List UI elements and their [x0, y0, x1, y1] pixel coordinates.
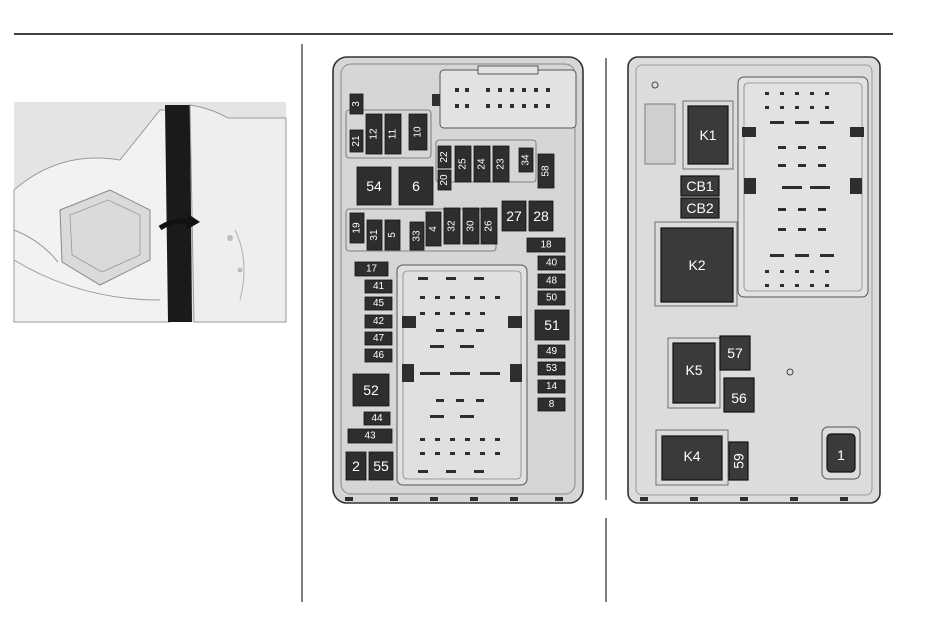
fuse-52-label: 52: [363, 382, 379, 398]
fuse-2-label: 2: [352, 458, 360, 474]
fuse-41-label: 41: [373, 281, 385, 292]
fuse-8-label: 8: [549, 399, 555, 410]
fuse-22-label: 22: [439, 151, 450, 163]
fuse-10-label: 10: [413, 126, 424, 138]
fuse-42-label: 42: [373, 316, 385, 327]
fuse-47-label: 47: [373, 333, 385, 344]
fuse-32-label: 32: [447, 220, 458, 232]
fuse-19-label: 19: [352, 222, 363, 234]
fuse-51-label: 51: [544, 317, 560, 333]
fuse-12-label: 12: [369, 128, 380, 140]
relay-k1-label: K1: [699, 127, 716, 143]
fuse-33-label: 33: [412, 230, 423, 242]
fuse-27-label: 27: [506, 208, 522, 224]
relay-56-label: 56: [731, 390, 747, 406]
relay-k5-label: K5: [685, 362, 702, 378]
fuse-5-label: 5: [387, 232, 398, 238]
fuse-3-label: 3: [351, 101, 362, 107]
fuse-54-label: 54: [366, 178, 382, 194]
relay-k4-label: K4: [683, 448, 700, 464]
fuse-26-label: 26: [484, 220, 495, 232]
breaker-cb2-label: CB2: [686, 200, 713, 216]
fuse-14-label: 14: [546, 381, 558, 392]
fuse-28-label: 28: [533, 208, 549, 224]
fuse-18-label: 18: [540, 240, 552, 251]
fuse-25-label: 25: [458, 158, 469, 170]
vehicle-illustration: [14, 102, 286, 322]
fuse-55-label: 55: [373, 458, 389, 474]
right-relay-panel: K1 CB1 CB2 K2 K5 57 56 K4 59 1: [628, 57, 880, 503]
fuse-6-label: 6: [412, 178, 420, 194]
fuse-58-label: 58: [541, 165, 552, 177]
fuse-11-label: 11: [388, 128, 399, 139]
fuse-30-label: 30: [466, 220, 477, 232]
fuse-31-label: 31: [369, 229, 380, 241]
fuse-43-label: 43: [364, 431, 376, 442]
relay-1-label: 1: [837, 447, 845, 463]
relay-k2-label: K2: [688, 257, 705, 273]
fuse-4-label: 4: [428, 226, 439, 232]
fuse-24-label: 24: [477, 158, 488, 170]
breaker-cb1-label: CB1: [686, 178, 713, 194]
fuse-21-label: 21: [351, 135, 362, 147]
fuse-48-label: 48: [546, 276, 558, 287]
fuse-17-label: 17: [366, 264, 378, 275]
fuse-40-label: 40: [546, 258, 558, 269]
fuse-50-label: 50: [546, 293, 558, 304]
fuse-23-label: 23: [496, 158, 507, 170]
fuse-53-label: 53: [546, 363, 558, 374]
left-fuse-panel: 3 21 12 11 10 22 20 25 24 23 34 58 54 6 …: [333, 57, 583, 503]
fuse-44-label: 44: [371, 413, 383, 424]
fuse-49-label: 49: [546, 346, 558, 357]
fuse-20-label: 20: [439, 174, 450, 186]
fuse-46-label: 46: [373, 350, 385, 361]
fuse-45-label: 45: [373, 298, 385, 309]
fuse-34-label: 34: [521, 154, 532, 166]
relay-57-label: 57: [727, 345, 743, 361]
relay-59-label: 59: [731, 453, 747, 469]
